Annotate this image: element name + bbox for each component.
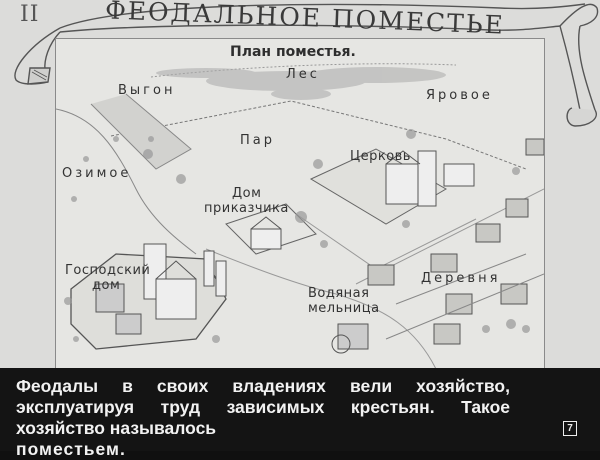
scroll-ribbon-icon (14, 3, 599, 127)
label-spring-field: Яровое (426, 88, 493, 103)
label-winter-field: Озимое (62, 166, 132, 181)
frame-number-badge: 7 (563, 421, 577, 436)
label-forest: Лес (286, 67, 320, 82)
caption-body: Феодалы в своих владениях вели хозяйство… (16, 376, 510, 438)
label-pasture: Выгон (118, 83, 176, 98)
label-church: Церковь (350, 149, 411, 164)
estate-map: План поместья. Лес Выгон Яровое Пар Озим… (55, 38, 545, 368)
caption-band: Феодалы в своих владениях вели хозяйство… (0, 368, 600, 459)
map-title: План поместья. (230, 44, 356, 60)
label-village: Деревня (421, 271, 501, 286)
label-manor-house-2: дом (92, 278, 121, 293)
filmstrip-slide: II ФЕОДАЛЬНОЕ ПОМЕСТЬЕ (0, 0, 600, 368)
label-watermill-1: Водяная (308, 286, 370, 301)
caption-text: Феодалы в своих владениях вели хозяйство… (16, 376, 510, 460)
caption-emphasis: поместьем. (16, 439, 126, 459)
label-steward-house-2: приказчика (204, 201, 289, 216)
label-manor-house-1: Господский (65, 263, 151, 278)
label-watermill-2: мельница (308, 301, 380, 316)
estate-illustration-icon (56, 63, 544, 368)
label-steward-house-1: Дом (232, 186, 262, 201)
label-fallow: Пар (240, 133, 275, 148)
slide-section-number: II (20, 2, 40, 27)
